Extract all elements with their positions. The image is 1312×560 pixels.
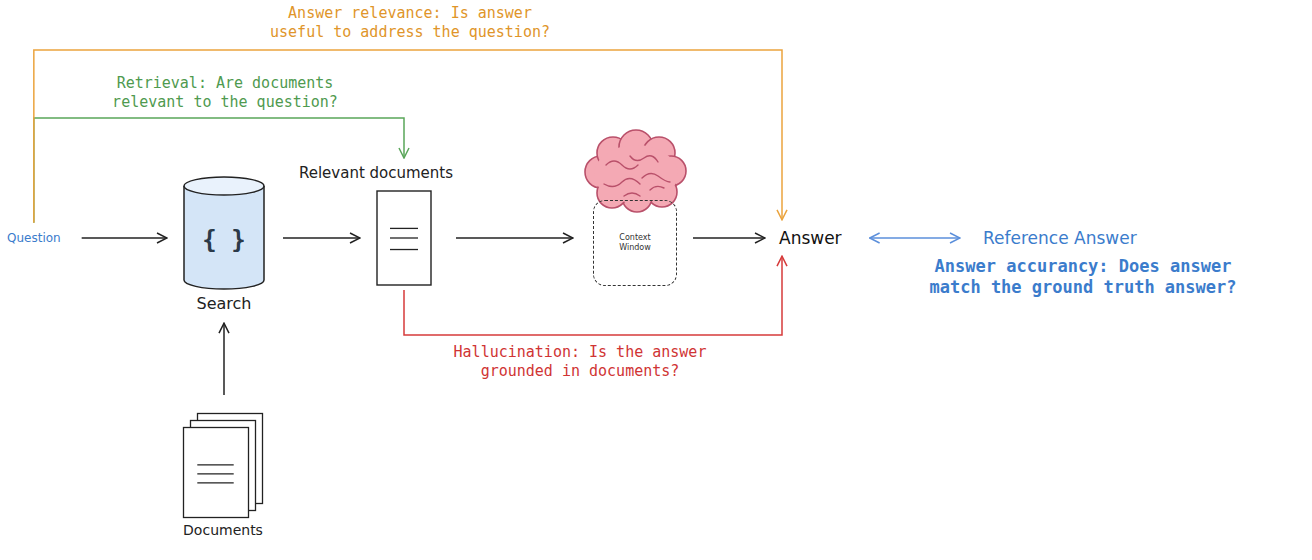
context-window-box: Context Window [593, 200, 677, 286]
connector-arrow [223, 323, 225, 395]
document-box: Relevant documents [376, 190, 432, 286]
answer-node: Answer [776, 226, 845, 250]
edge-label: Hallucination: Is the answer grounded in… [447, 343, 713, 381]
reference-answer-node: Reference Answer [980, 226, 1140, 250]
brain-fold [606, 161, 638, 169]
node-label: Documents [183, 522, 263, 539]
brain-fold [650, 186, 664, 190]
brain-fold [630, 156, 658, 162]
answer-text: Answer [779, 228, 842, 248]
document-sheet [377, 191, 431, 285]
connector-arrow [82, 237, 167, 239]
cylinder-top [184, 177, 264, 195]
reference-answer-text: Reference Answer [983, 228, 1137, 248]
document-sheet [184, 428, 249, 518]
stack-outline [183, 413, 263, 518]
braces-symbol: { } [202, 226, 245, 255]
document-line [197, 464, 233, 465]
document-line [197, 473, 233, 474]
node-label: Search [197, 294, 252, 313]
question-text: Question [7, 231, 61, 245]
document-stack: Documents [183, 413, 263, 518]
brain-fold [624, 193, 640, 196]
connector-arrow [693, 237, 765, 239]
connector-arrow [870, 237, 960, 239]
node-text: Context Window [615, 233, 655, 252]
question-node: Question [4, 229, 64, 247]
doc-outline [376, 190, 432, 286]
connector-arrow [456, 237, 573, 239]
brain-fill [594, 145, 678, 203]
node-label: Relevant documents [299, 164, 453, 182]
document-line [197, 482, 233, 483]
edge-label: Retrieval: Are documents relevant to the… [106, 74, 345, 112]
connector-arrow [283, 237, 360, 239]
brain-fold [642, 173, 670, 182]
edge-label: Answer accurancy: Does answer match the … [924, 256, 1243, 299]
brain-fold [604, 178, 640, 186]
edge-label: Answer relevance: Is answer useful to ad… [261, 4, 560, 42]
document-line [390, 237, 418, 238]
document-line [390, 228, 418, 229]
cylinder-body [184, 186, 264, 289]
document-line [390, 249, 418, 250]
search-store: { }Search [183, 176, 265, 290]
